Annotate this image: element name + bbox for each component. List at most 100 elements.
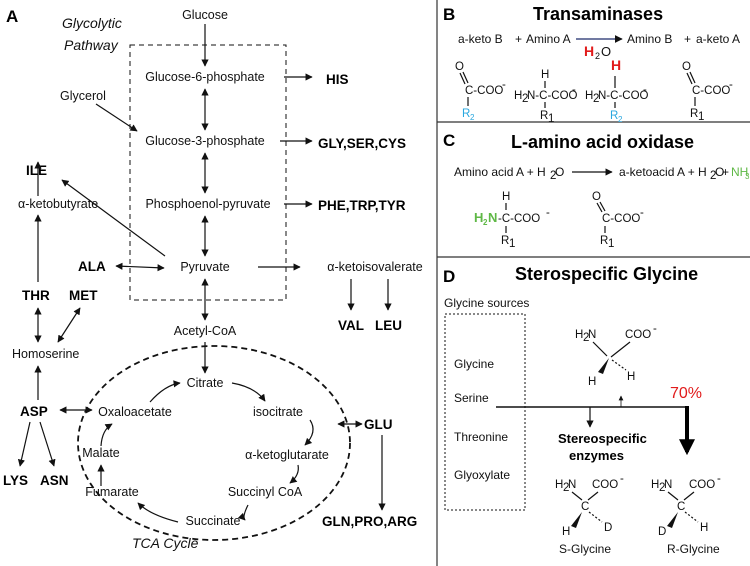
eq-plus-2: + [684,32,691,46]
svg-text:-C-COO: -C-COO [498,213,540,225]
node-isocitrate: isocitrate [253,405,303,419]
svg-text:D: D [604,522,612,534]
tca-cycle-title: TCA Cycle [132,535,199,551]
structure-amino-b: H H 2 N-C-COO - R 2 [585,57,649,124]
svg-text:N: N [488,210,497,225]
eq-c-plus: + [722,165,729,179]
water-h: H [584,43,594,59]
svg-text:H: H [651,479,659,491]
node-ketoisovalerate: α-ketoisovalerate [327,260,423,274]
eq-left-keto-b: a-keto B [458,32,503,46]
amino-asp: ASP [20,404,48,419]
svg-text:H: H [562,526,570,538]
svg-text:R: R [462,108,470,120]
svg-text:2: 2 [618,115,623,124]
wedge-bond [667,512,678,528]
svg-text:2: 2 [483,218,488,227]
svg-text:C-COO: C-COO [465,85,503,97]
svg-text:-: - [729,79,733,91]
node-glycerol: Glycerol [60,89,106,103]
source-glycine: Glycine [454,357,494,371]
svg-text:2: 2 [659,482,665,494]
svg-text:1: 1 [608,238,614,250]
svg-text:O: O [592,191,601,203]
amino-lys: LYS [3,473,28,488]
node-glucose-6-phosphate: Glucose-6-phosphate [145,70,265,84]
enzymes-label-1: Stereospecific [558,431,647,446]
svg-text:H: H [588,376,596,388]
amino-met: MET [69,288,98,303]
svg-text:N: N [588,329,596,341]
svg-text:-: - [717,473,721,485]
sources-box [444,313,526,511]
panel-b-title: Transaminases [533,4,663,24]
panel-a-label: A [6,7,18,26]
panel-c-title: L-amino acid oxidase [511,132,694,152]
eq-c-nh3-sub: 3 [745,172,750,181]
svg-text:2: 2 [563,482,569,494]
svg-text:C: C [677,501,685,513]
structure-amino-acid-c: H H 2 N -C-COO - R 1 [474,191,550,250]
eq-c-right-o: O [715,165,724,179]
svg-text:2: 2 [522,93,528,105]
node-acetyl-coa: Acetyl-CoA [174,324,237,338]
amino-thr: THR [22,288,50,303]
svg-text:R: R [690,108,698,120]
structure-s-glycine: H 2 N COO - C H D S-Glycine [555,473,624,556]
svg-text:H: H [611,57,621,73]
svg-text:-: - [546,207,550,219]
svg-text:H: H [502,191,510,203]
svg-text:2: 2 [470,113,475,122]
svg-text:-: - [640,207,644,219]
svg-text:1: 1 [509,238,515,250]
tca-cycle-ellipse [77,345,351,541]
svg-text:H: H [514,90,522,102]
svg-text:COO: COO [689,479,715,491]
eq-c-left-o: O [555,165,564,179]
panel-b-label: B [443,5,455,24]
svg-text:N: N [568,479,576,491]
percent-70: 70% [670,385,702,402]
node-pyruvate: Pyruvate [180,260,229,274]
eq-c-left: Amino acid A + H [454,165,546,179]
source-serine: Serine [454,391,489,405]
svg-text:R: R [610,110,618,122]
svg-text:-: - [653,323,657,335]
amino-his: HIS [326,72,349,87]
svg-text:H: H [700,522,708,534]
svg-text:N: N [664,479,672,491]
svg-text:C-COO: C-COO [692,85,730,97]
source-glyoxylate: Glyoxylate [454,468,510,482]
svg-text:O: O [455,61,464,73]
r-glycine-label: R-Glycine [667,542,720,556]
water-sub: 2 [595,51,600,61]
svg-text:H: H [541,69,549,81]
svg-text:2: 2 [583,332,589,344]
panel-d-title: Sterospecific Glycine [515,264,698,284]
svg-text:H: H [555,479,563,491]
svg-text:2: 2 [593,93,599,105]
svg-text:1: 1 [548,113,554,125]
svg-text:N-C-COO: N-C-COO [527,90,578,102]
s-glycine-label: S-Glycine [559,542,611,556]
node-glucose-3-phosphate: Glucose-3-phosphate [145,134,265,148]
eq-right-keto-a: a-keto A [696,32,740,46]
amino-ile: ILE [26,163,47,178]
node-phosphoenol-pyruvate: Phosphoenol-pyruvate [145,197,270,211]
sources-title: Glycine sources [444,296,529,310]
svg-text:COO: COO [592,479,618,491]
structure-r-glycine: H 2 N COO - C D H R-Glycine [651,473,721,556]
node-malate: Malate [82,446,120,460]
panel-d-label: D [443,267,455,286]
panel-c-label: C [443,131,455,150]
svg-text:O: O [682,61,691,73]
source-threonine: Threonine [454,430,508,444]
water-o: O [601,44,611,59]
svg-text:C-COO: C-COO [602,213,640,225]
svg-text:N-C-COO: N-C-COO [598,90,649,102]
svg-text:1: 1 [698,111,704,123]
svg-text:R: R [540,110,548,122]
node-glucose: Glucose [182,8,228,22]
svg-text:D: D [658,526,666,538]
svg-text:C: C [581,501,589,513]
